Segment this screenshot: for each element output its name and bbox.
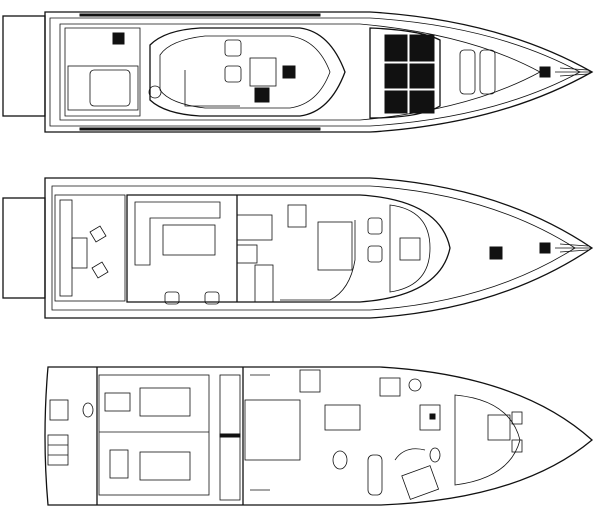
main-deck-view <box>2 177 594 319</box>
hull-outline <box>44 11 594 133</box>
helm-enclosure <box>149 27 346 117</box>
swim-platform <box>2 15 46 117</box>
windshield <box>369 27 441 119</box>
salon <box>126 194 451 303</box>
swim-platform <box>2 197 46 299</box>
flybridge-deck-view <box>2 11 594 133</box>
hatch <box>539 66 551 78</box>
hull-outline <box>44 366 593 506</box>
hatch <box>112 32 125 45</box>
hatch <box>489 246 503 260</box>
lower-deck-view <box>44 366 593 506</box>
